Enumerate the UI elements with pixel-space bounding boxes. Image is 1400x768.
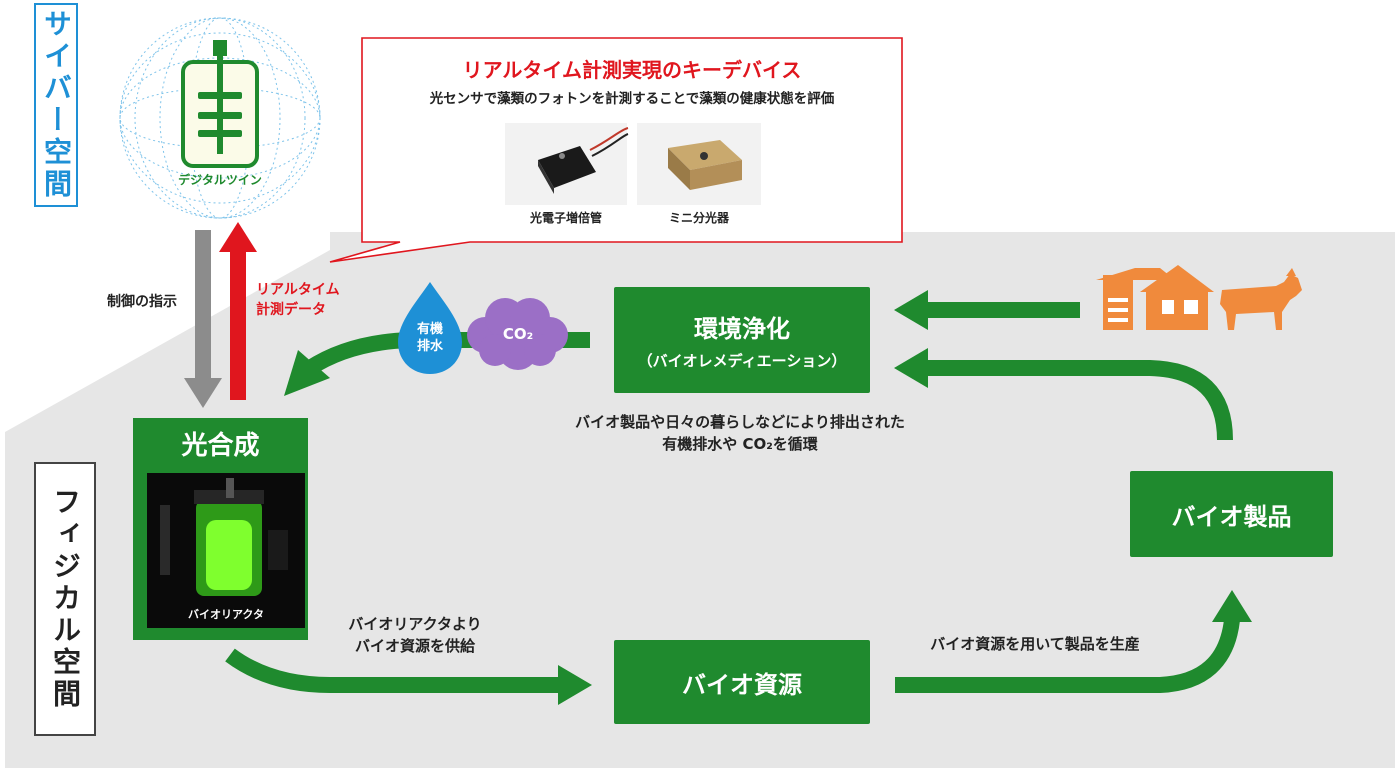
cyber-space-label: サイバー空間 (34, 3, 78, 207)
bio-product-box: バイオ製品 (1130, 471, 1333, 557)
drop-label-line2: 排水 (416, 338, 443, 354)
produce-text: バイオ資源を用いて製品を生産 (930, 635, 1140, 653)
env-title: 環境浄化 (694, 315, 790, 343)
bioreactor-caption: バイオリアクタ (187, 608, 264, 621)
supply-line1: バイオリアクタより (348, 615, 482, 633)
bioreactor-photo: バイオリアクタ (147, 473, 305, 628)
realtime-label-line2: 計測データ (256, 302, 326, 319)
physical-area (5, 250, 1395, 768)
supply-line2: バイオ資源を供給 (354, 636, 475, 655)
environment-purification-box: 環境浄化 （バイオレメディエーション） (614, 287, 870, 393)
produce-arrow-line (895, 618, 1240, 693)
env-desc-line1: バイオ製品や日々の暮らしなどにより排出された (575, 413, 905, 431)
supply-arrow-head (558, 665, 592, 705)
env-subtitle: （バイオレメディエーション） (637, 352, 847, 370)
cyber-space-text: サイバー空間 (40, 9, 73, 201)
house-arrow-head (894, 290, 928, 330)
cow-icon (1220, 268, 1302, 330)
bio-resource-title: バイオ資源 (682, 670, 802, 699)
realtime-label-line1: リアルタイム (256, 282, 340, 298)
control-label: 制御の指示 (107, 294, 177, 310)
supply-arrow-line (225, 648, 560, 693)
physical-space-text: フィジカル空間 (49, 487, 82, 711)
callout-subtitle: 光センサで藻類のフォトンを計測することで藻類の健康状態を評価 (429, 91, 835, 107)
bio-product-title: バイオ製品 (1171, 502, 1292, 531)
realtime-label: リアルタイム 計測データ (256, 280, 356, 321)
realtime-data-arrow-icon (219, 222, 257, 400)
water-drop-icon (398, 282, 462, 374)
product-return-arrow-head (894, 348, 928, 388)
device2-caption: ミニ分光器 (668, 211, 729, 225)
co2-label: CO₂ (502, 325, 534, 343)
co2-cloud-icon (467, 298, 568, 370)
photomultiplier-image (505, 123, 629, 205)
return-arrow-head (284, 350, 330, 396)
produce-arrow-head (1212, 590, 1252, 622)
drop-label-line1: 有機 (416, 322, 443, 337)
callout-title: リアルタイム計測実現のキーデバイス (462, 58, 802, 82)
mini-spectrometer-image (637, 123, 761, 205)
house-icon (1096, 265, 1214, 330)
digital-twin-caption: デジタルツイン (178, 173, 262, 187)
supply-text: バイオリアクタより バイオ資源を供給 (320, 614, 510, 658)
digital-twin-sphere-icon (119, 17, 321, 219)
bio-resource-box: バイオ資源 (614, 640, 870, 724)
env-desc-line2: 有機排水や CO₂を循環 (662, 434, 818, 453)
physical-space-label: フィジカル空間 (34, 462, 96, 736)
photosynthesis-title: 光合成 (181, 431, 260, 461)
device1-caption: 光電子増倍管 (529, 211, 602, 225)
drop-label: 有機 排水 (398, 322, 462, 356)
product-return-line (925, 360, 1233, 441)
env-description: バイオ製品や日々の暮らしなどにより排出された 有機排水や CO₂を循環 (520, 412, 960, 456)
control-arrow-icon (184, 230, 222, 408)
